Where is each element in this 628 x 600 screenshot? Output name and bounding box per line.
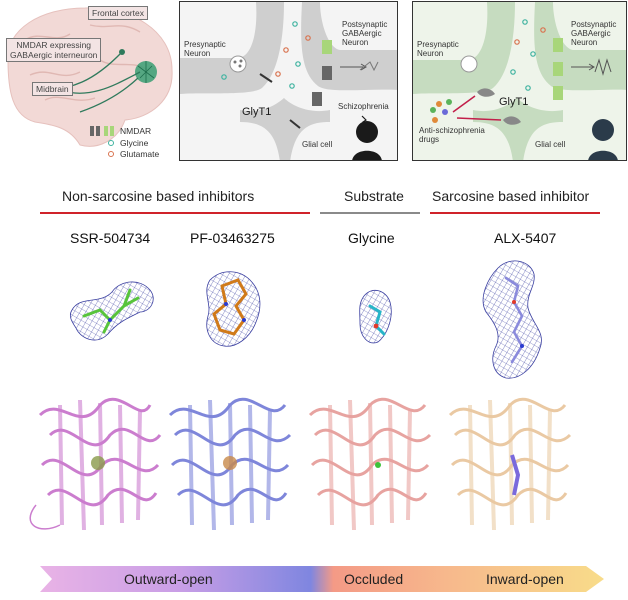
ligand-alx <box>510 454 521 496</box>
nmdar-icon <box>90 126 114 136</box>
brain-illustration: Frontal cortex NMDAR expressing GABAergi… <box>0 0 178 160</box>
presynaptic-label-right: Presynaptic Neuron <box>417 40 459 58</box>
compound-alx-5407: ALX-5407 <box>494 230 557 246</box>
density-ssr-504734 <box>69 281 154 341</box>
nmdar-interneuron-label: NMDAR expressing GABAergic interneuron <box>6 38 102 62</box>
postsynaptic-line1: Postsynaptic <box>342 20 388 29</box>
frontal-cortex-label: Frontal cortex <box>88 6 148 20</box>
legend-glutamate: Glutamate <box>120 149 160 159</box>
glial-cell-label: Glial cell <box>302 140 333 149</box>
header-non-sarcosine: Non-sarcosine based inhibitors <box>62 188 255 204</box>
postsynaptic-right-line3: Neuron <box>571 38 598 47</box>
protein-structures <box>29 397 572 531</box>
presynaptic-line2: Neuron <box>184 49 211 58</box>
glyt1-label-right: GlyT1 <box>499 96 529 108</box>
drugs-line2: drugs <box>419 135 440 144</box>
density-glycine <box>359 289 392 344</box>
ligand-pf <box>223 456 237 470</box>
presynaptic-right-line2: Neuron <box>417 49 444 58</box>
state-inward-open: Inward-open <box>486 571 564 587</box>
postsynaptic-line2: GABAergic <box>342 29 382 38</box>
header-sarcosine: Sarcosine based inhibitor <box>432 188 590 204</box>
protein-glycine-occluded <box>308 397 432 531</box>
non-sarcosine-underline <box>40 212 310 214</box>
conformation-arrow <box>40 566 604 592</box>
glial-cell-label-right: Glial cell <box>535 140 566 149</box>
drug-molecules-icon <box>430 99 452 123</box>
synapse-panel-schizophrenia: Presynaptic Neuron Postsynaptic GABAergi… <box>179 1 398 161</box>
glutamate-dot-icon <box>108 151 114 157</box>
presynaptic-line1: Presynaptic <box>184 40 226 49</box>
ligand-glycine <box>375 462 381 468</box>
drugs-label: Anti-schizophrenia drugs <box>419 126 485 144</box>
legend: NMDAR Glycine Glutamate <box>88 124 178 164</box>
drugs-line1: Anti-schizophrenia <box>419 126 485 135</box>
substrate-underline <box>320 212 420 214</box>
sarcosine-underline <box>430 212 600 214</box>
synapse-drug-drawing <box>413 2 626 160</box>
state-outward-open: Outward-open <box>124 571 213 587</box>
nmdar-label-line2: GABAergic interneuron <box>10 50 98 60</box>
legend-nmdar: NMDAR <box>120 126 152 136</box>
compound-glycine: Glycine <box>348 230 395 246</box>
synapse-drawing <box>180 2 397 160</box>
compound-ssr-504734: SSR-504734 <box>70 230 151 246</box>
protein-alx-5407 <box>448 397 572 531</box>
header-substrate: Substrate <box>344 188 404 204</box>
synapse-panel-drugs: Presynaptic Neuron Postsynaptic GABAergi… <box>412 1 627 161</box>
postsynaptic-line3: Neuron <box>342 38 369 47</box>
schizophrenia-label: Schizophrenia <box>338 102 389 111</box>
glycine-dot-icon <box>108 140 114 146</box>
postsynaptic-label-right: Postsynaptic GABAergic Neuron <box>571 20 616 47</box>
glyt1-label: GlyT1 <box>242 106 272 118</box>
midbrain-label: Midbrain <box>32 82 73 96</box>
state-occluded: Occluded <box>344 571 404 587</box>
density-pf-03463275 <box>206 271 261 347</box>
density-maps <box>69 260 542 379</box>
legend-glycine: Glycine <box>120 138 149 148</box>
nmdar-label-line1: NMDAR expressing <box>16 40 92 50</box>
protein-pf-03463275 <box>168 397 292 531</box>
postsynaptic-right-line1: Postsynaptic <box>571 20 617 29</box>
postsynaptic-right-line2: GABAergic <box>571 29 611 38</box>
compound-pf-03463275: PF-03463275 <box>190 230 275 246</box>
ligand-ssr <box>91 456 105 470</box>
density-alx-5407 <box>482 260 542 379</box>
presynaptic-right-line1: Presynaptic <box>417 40 459 49</box>
postsynaptic-label: Postsynaptic GABAergic Neuron <box>342 20 387 47</box>
presynaptic-label: Presynaptic Neuron <box>184 40 226 58</box>
